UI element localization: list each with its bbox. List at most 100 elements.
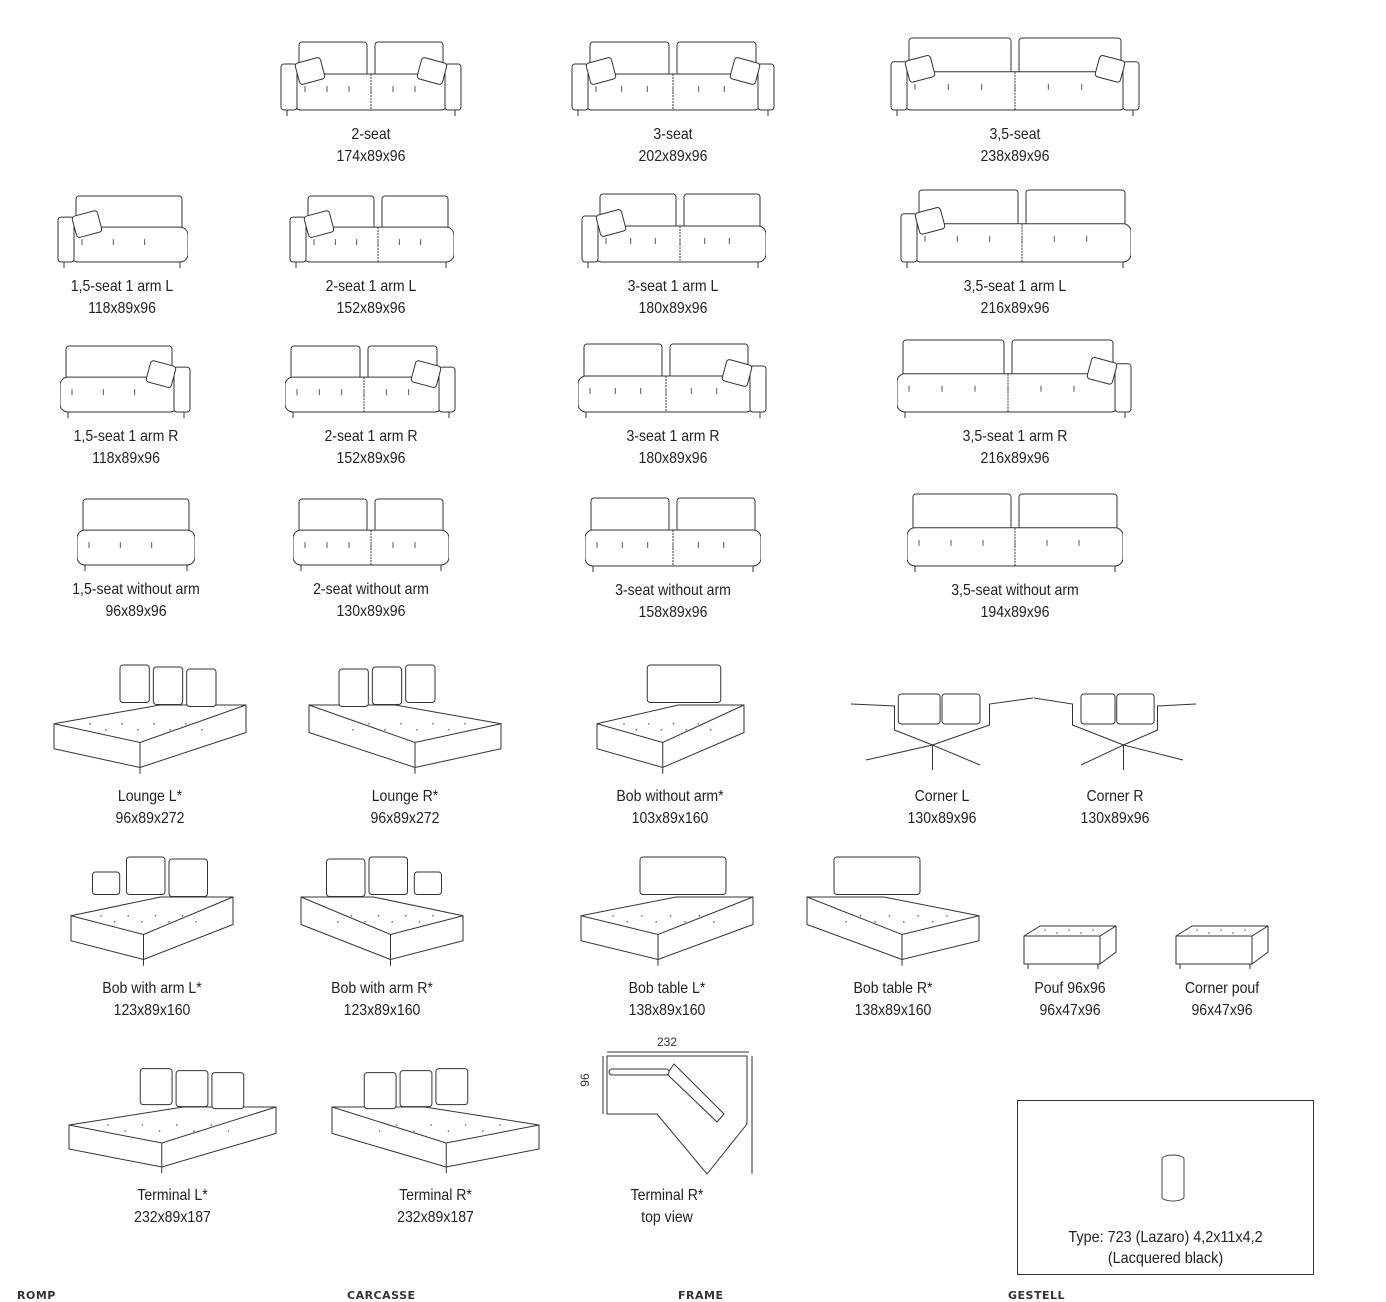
module-item: Bob table R* 138x89x160 bbox=[798, 847, 988, 1022]
module-item: Pouf 96x96 96x47x96 bbox=[975, 922, 1165, 1022]
sofa-module-drawing bbox=[1175, 925, 1269, 969]
module-item: 2-seat 1 arm R 152x89x96 bbox=[276, 342, 466, 470]
module-dimensions: 180x89x96 bbox=[638, 300, 708, 317]
sofa-module-drawing bbox=[280, 41, 462, 116]
module-name: 3-seat without arm bbox=[615, 582, 731, 599]
module-name: 3,5-seat 1 arm L bbox=[963, 278, 1067, 295]
module-name: 3,5-seat without arm bbox=[951, 582, 1079, 599]
module-name: Lounge R* bbox=[371, 788, 439, 805]
frame-leg-info-box: Type: 723 (Lazaro) 4,2x11x4,2 (Lacquered… bbox=[1017, 1100, 1314, 1275]
footer-label-gestell: GESTELL bbox=[1008, 1289, 1066, 1302]
module-dimensions: 180x89x96 bbox=[638, 450, 708, 467]
module-dimensions: 152x89x96 bbox=[336, 300, 406, 317]
footer-label-carcasse: CARCASSE bbox=[347, 1289, 416, 1302]
module-dimensions: 118x89x96 bbox=[92, 450, 160, 467]
sofa-module-drawing bbox=[850, 693, 1034, 770]
module-name: 3,5-seat bbox=[989, 126, 1041, 143]
top-view-depth: 96 bbox=[578, 1073, 592, 1087]
module-item: 3-seat 1 arm R 180x89x96 bbox=[578, 340, 768, 470]
module-name: 1,5-seat 1 arm L bbox=[70, 278, 174, 295]
module-item: Bob without arm* 103x89x160 bbox=[575, 655, 765, 830]
module-name: 1,5-seat 1 arm R bbox=[73, 428, 179, 445]
module-dimensions: 238x89x96 bbox=[980, 148, 1050, 165]
module-name: 3-seat bbox=[653, 126, 693, 143]
module-name: Terminal L* bbox=[136, 1187, 208, 1204]
module-name: Terminal R* bbox=[630, 1187, 704, 1204]
sofa-module-drawing bbox=[581, 193, 766, 268]
module-item: 2-seat without arm 130x89x96 bbox=[276, 495, 466, 623]
module-name: 2-seat 1 arm L bbox=[325, 278, 417, 295]
footer-label-romp: ROMP bbox=[17, 1289, 56, 1302]
module-item: 2-seat 174x89x96 bbox=[276, 38, 466, 168]
module-dimensions: 174x89x96 bbox=[336, 148, 406, 165]
module-item: 3,5-seat 1 arm L 216x89x96 bbox=[899, 186, 1131, 320]
module-name: Bob without arm* bbox=[616, 788, 724, 805]
sofa-module-drawing bbox=[289, 195, 454, 268]
module-dimensions: 96x47x96 bbox=[1039, 1002, 1101, 1019]
module-name: 3,5-seat 1 arm R bbox=[962, 428, 1068, 445]
sofa-module-drawing bbox=[585, 497, 761, 572]
module-dimensions: 118x89x96 bbox=[88, 300, 156, 317]
module-name: Bob with arm L* bbox=[102, 980, 202, 997]
module-name: 3-seat 1 arm L bbox=[627, 278, 719, 295]
module-dimensions: 130x89x96 bbox=[907, 810, 977, 827]
module-item: 3,5-seat 1 arm R 216x89x96 bbox=[897, 336, 1133, 470]
module-item: 3-seat 202x89x96 bbox=[570, 38, 776, 168]
sofa-module-drawing bbox=[1033, 693, 1197, 770]
top-view-diagram: 232 96 187 bbox=[578, 1035, 753, 1175]
sofa-module-drawing bbox=[285, 345, 456, 418]
module-dimensions: 96x89x272 bbox=[370, 810, 440, 827]
sofa-module-drawing bbox=[596, 664, 744, 774]
module-item: Corner pouf 96x47x96 bbox=[1127, 922, 1317, 1022]
module-item: Bob with arm R* 123x89x160 bbox=[287, 847, 477, 1022]
sofa-module-drawing bbox=[1023, 925, 1117, 969]
sofa-module-drawing bbox=[68, 1068, 276, 1173]
module-item: 3,5-seat 238x89x96 bbox=[889, 34, 1141, 168]
module-name: 2-seat 1 arm R bbox=[324, 428, 418, 445]
module-name: Corner pouf bbox=[1184, 980, 1260, 997]
module-item: Terminal L* 232x89x187 bbox=[65, 1059, 280, 1229]
sofa-module-drawing bbox=[77, 498, 195, 571]
leg-icon bbox=[1161, 1154, 1185, 1202]
module-item: Corner R 130x89x96 bbox=[1020, 690, 1210, 830]
footer-label-frame: FRAME bbox=[678, 1289, 724, 1302]
sofa-module-drawing bbox=[806, 856, 980, 966]
leg-finish-text: (Lacquered black) bbox=[1107, 1250, 1224, 1267]
sofa-module-drawing bbox=[571, 41, 775, 116]
module-name: Bob table R* bbox=[853, 980, 933, 997]
module-dimensions: 123x89x160 bbox=[343, 1002, 421, 1019]
sofa-module-drawing bbox=[57, 195, 188, 268]
sofa-module-drawing bbox=[293, 498, 449, 571]
module-dimensions: 130x89x96 bbox=[336, 603, 406, 620]
module-dimensions: 138x89x160 bbox=[628, 1002, 706, 1019]
module-dimensions: 123x89x160 bbox=[113, 1002, 191, 1019]
module-dimensions: 194x89x96 bbox=[980, 604, 1050, 621]
top-view-width: 232 bbox=[657, 1035, 677, 1049]
sofa-module-drawing bbox=[580, 856, 754, 966]
module-name: Terminal R* bbox=[398, 1187, 472, 1204]
module-dimensions: 103x89x160 bbox=[631, 810, 709, 827]
module-name: Bob table L* bbox=[628, 980, 706, 997]
sofa-module-drawing bbox=[897, 339, 1132, 418]
module-name: Pouf 96x96 bbox=[1034, 980, 1106, 997]
module-item: 1,5-seat 1 arm L 118x89x96 bbox=[27, 192, 217, 320]
module-item: Lounge R* 96x89x272 bbox=[305, 655, 505, 830]
sofa-module-drawing bbox=[578, 343, 767, 418]
module-item: Bob table L* 138x89x160 bbox=[572, 847, 762, 1022]
module-dimensions: 216x89x96 bbox=[980, 300, 1050, 317]
module-dimensions: 152x89x96 bbox=[336, 450, 406, 467]
module-dimensions: 138x89x160 bbox=[854, 1002, 932, 1019]
module-item: 2-seat 1 arm L 152x89x96 bbox=[276, 192, 466, 320]
sofa-module-drawing bbox=[60, 345, 191, 418]
module-dimensions: 216x89x96 bbox=[980, 450, 1050, 467]
sofa-module-drawing bbox=[890, 37, 1140, 116]
module-item: Bob with arm L* 123x89x160 bbox=[57, 847, 247, 1022]
sofa-module-drawing bbox=[907, 493, 1123, 572]
module-item: 3-seat without arm 158x89x96 bbox=[578, 494, 768, 624]
sofa-module-drawing bbox=[70, 856, 234, 966]
module-dimensions: 96x47x96 bbox=[1191, 1002, 1253, 1019]
module-item: 1,5-seat without arm 96x89x96 bbox=[41, 495, 231, 623]
sofa-module-drawing bbox=[300, 856, 464, 966]
module-dimensions: 96x89x272 bbox=[115, 810, 185, 827]
module-dimensions: top view bbox=[641, 1209, 693, 1226]
